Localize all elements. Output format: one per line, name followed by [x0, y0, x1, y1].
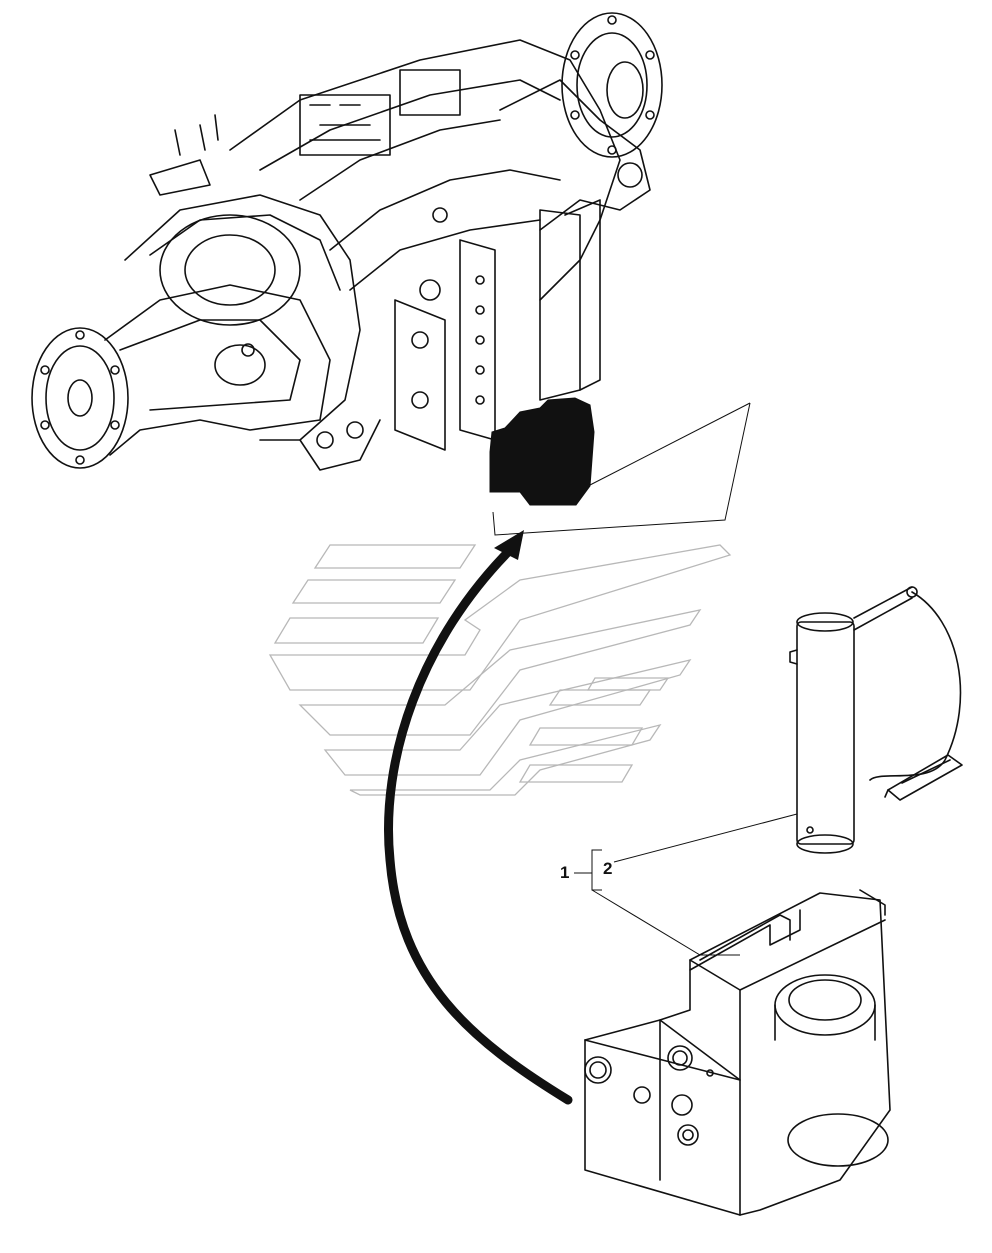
callout-item-1: 1: [560, 863, 570, 882]
callout-item-2: 2: [603, 859, 613, 878]
pointer-arrow: [384, 530, 573, 1105]
highlighted-drawbar-location: [489, 397, 595, 506]
axle-transmission-assembly: [31, 12, 751, 536]
watermark-logo: [268, 544, 732, 796]
hitch-block-part: [584, 889, 891, 1216]
callout-leaders: [574, 813, 798, 956]
hitch-pin-part: [789, 586, 963, 854]
